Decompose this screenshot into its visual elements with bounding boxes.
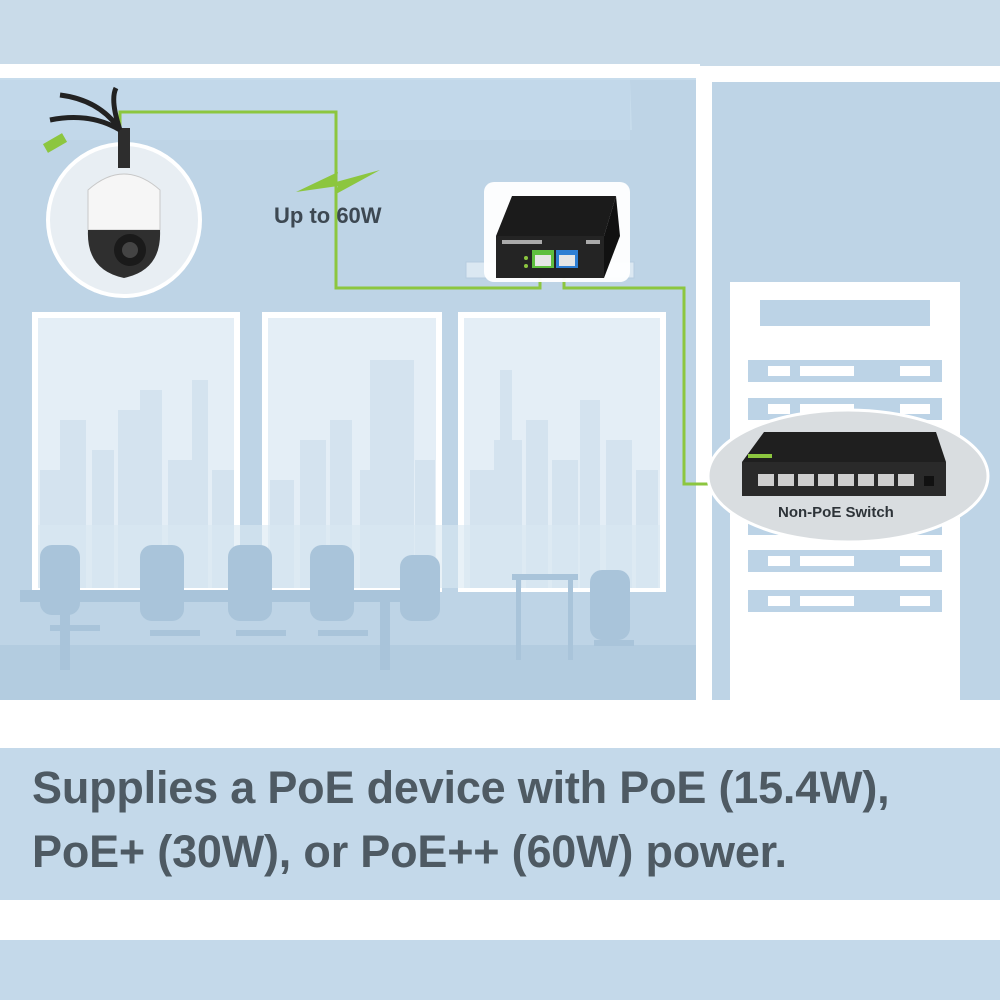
non-poe-switch	[706, 408, 990, 544]
caption-line-2: PoE+ (30W), or PoE++ (60W) power.	[32, 826, 787, 877]
power-label: Up to 60W	[274, 203, 382, 228]
floor	[0, 645, 696, 700]
caption-band	[0, 748, 1000, 900]
poe-injector	[484, 182, 630, 282]
conference-table	[20, 545, 634, 670]
room-divider	[696, 66, 712, 706]
ptz-camera	[42, 86, 202, 298]
power-bolt-icon	[296, 170, 380, 194]
switch-label: Non-PoE Switch	[778, 504, 894, 521]
caption-line-1: Supplies a PoE device with PoE (15.4W),	[32, 762, 890, 813]
